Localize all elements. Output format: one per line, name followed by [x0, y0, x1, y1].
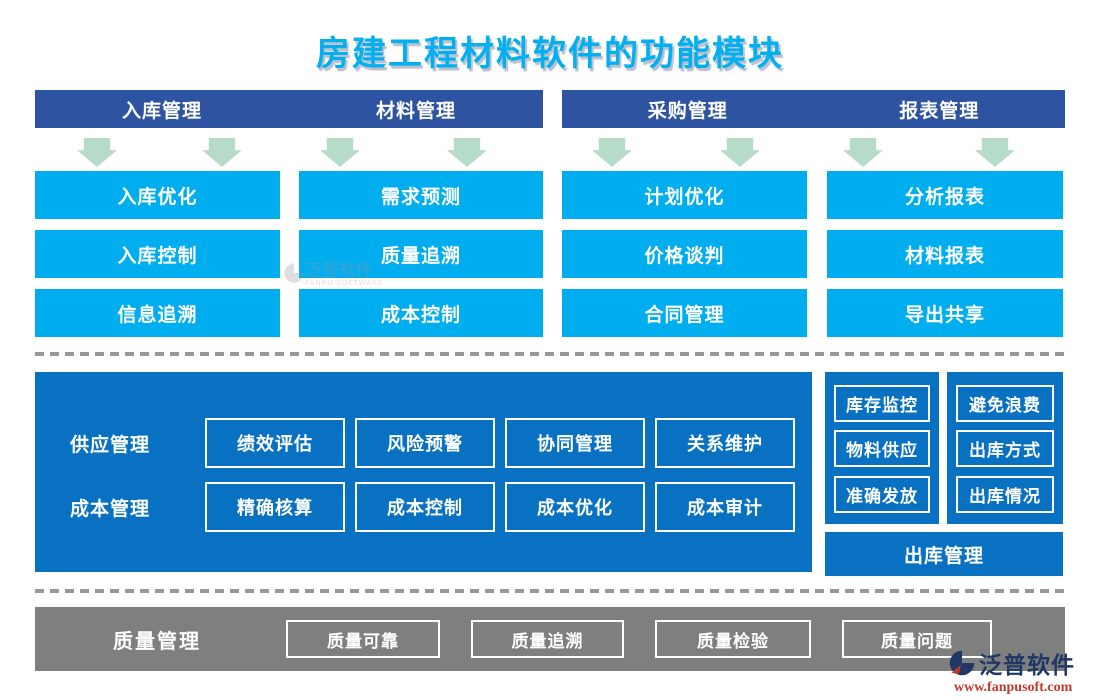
panel-row-label-supply: 供应管理	[70, 434, 151, 456]
feature-box: 物料供应	[834, 430, 930, 467]
module-box: 分析报表	[827, 171, 1063, 219]
down-arrow-icon	[592, 138, 632, 167]
feature-box: 成本审计	[655, 482, 795, 532]
feature-box: 出库情况	[956, 476, 1054, 513]
module-box: 导出共享	[827, 289, 1063, 337]
fanpu-logo-icon	[949, 650, 975, 676]
feature-box: 风险预警	[355, 418, 495, 468]
feature-box: 成本优化	[505, 482, 645, 532]
feature-box: 协同管理	[505, 418, 645, 468]
module-box: 入库优化	[35, 171, 280, 219]
page-title: 房建工程材料软件的功能模块	[316, 35, 784, 73]
header-bar-right: 采购管理 报表管理	[562, 90, 1065, 128]
down-arrow-icon	[202, 138, 242, 167]
feature-box: 关系维护	[655, 418, 795, 468]
quality-box: 质量检验	[655, 620, 811, 658]
outbound-management-bar: 出库管理	[825, 532, 1063, 576]
module-box: 质量追溯	[299, 230, 543, 278]
down-arrow-icon	[720, 138, 760, 167]
quality-box: 质量追溯	[471, 620, 624, 658]
quality-box: 质量问题	[842, 620, 992, 658]
module-box: 成本控制	[299, 289, 543, 337]
center-watermark: 泛普软件 FANPU SOFTWARE	[283, 262, 384, 287]
feature-box: 库存监控	[834, 385, 930, 422]
divider-dashed-bottom	[35, 589, 1065, 593]
supply-cost-panel: 供应管理 成本管理 绩效评估 风险预警 协同管理 关系维护 精确核算 成本控制 …	[35, 372, 812, 572]
down-arrow-icon	[320, 138, 360, 167]
header-report: 报表管理	[899, 100, 980, 122]
fanpu-logo: 泛普软件 www.fanpusoft.com	[948, 646, 1098, 696]
down-arrow-icon	[447, 138, 487, 167]
module-box: 价格谈判	[562, 230, 807, 278]
divider-dashed-top	[35, 352, 1065, 356]
fanpu-logo-text: 泛普软件	[979, 652, 1075, 678]
inventory-panel-right: 避免浪费 出库方式 出库情况	[947, 372, 1063, 524]
feature-box: 出库方式	[956, 430, 1054, 467]
module-box: 信息追溯	[35, 289, 280, 337]
feature-box: 成本控制	[355, 482, 495, 532]
fanpu-watermark-icon	[284, 263, 304, 283]
feature-box: 避免浪费	[956, 385, 1054, 422]
down-arrow-icon	[975, 138, 1015, 167]
quality-label: 质量管理	[113, 630, 201, 653]
panel-row-label-cost: 成本管理	[70, 498, 151, 520]
watermark-text: 泛普软件	[305, 261, 373, 280]
module-box: 入库控制	[35, 230, 280, 278]
down-arrow-icon	[843, 138, 883, 167]
module-box: 合同管理	[562, 289, 807, 337]
fanpu-logo-url: www.fanpusoft.com	[954, 680, 1073, 695]
feature-box: 准确发放	[834, 476, 930, 513]
header-material: 材料管理	[375, 100, 456, 122]
module-box: 计划优化	[562, 171, 807, 219]
feature-box: 精确核算	[205, 482, 345, 532]
module-box: 需求预测	[299, 171, 543, 219]
module-box: 材料报表	[827, 230, 1063, 278]
header-warehouse-in: 入库管理	[121, 100, 202, 122]
header-procurement: 采购管理	[647, 100, 728, 122]
feature-box: 绩效评估	[205, 418, 345, 468]
quality-bar: 质量管理 质量可靠 质量追溯 质量检验 质量问题	[35, 607, 1065, 671]
watermark-subtext: FANPU SOFTWARE	[305, 280, 384, 287]
header-bar-left: 入库管理 材料管理	[35, 90, 543, 128]
quality-box: 质量可靠	[286, 620, 440, 658]
inventory-panel-left: 库存监控 物料供应 准确发放	[825, 372, 939, 524]
down-arrow-icon	[77, 138, 117, 167]
